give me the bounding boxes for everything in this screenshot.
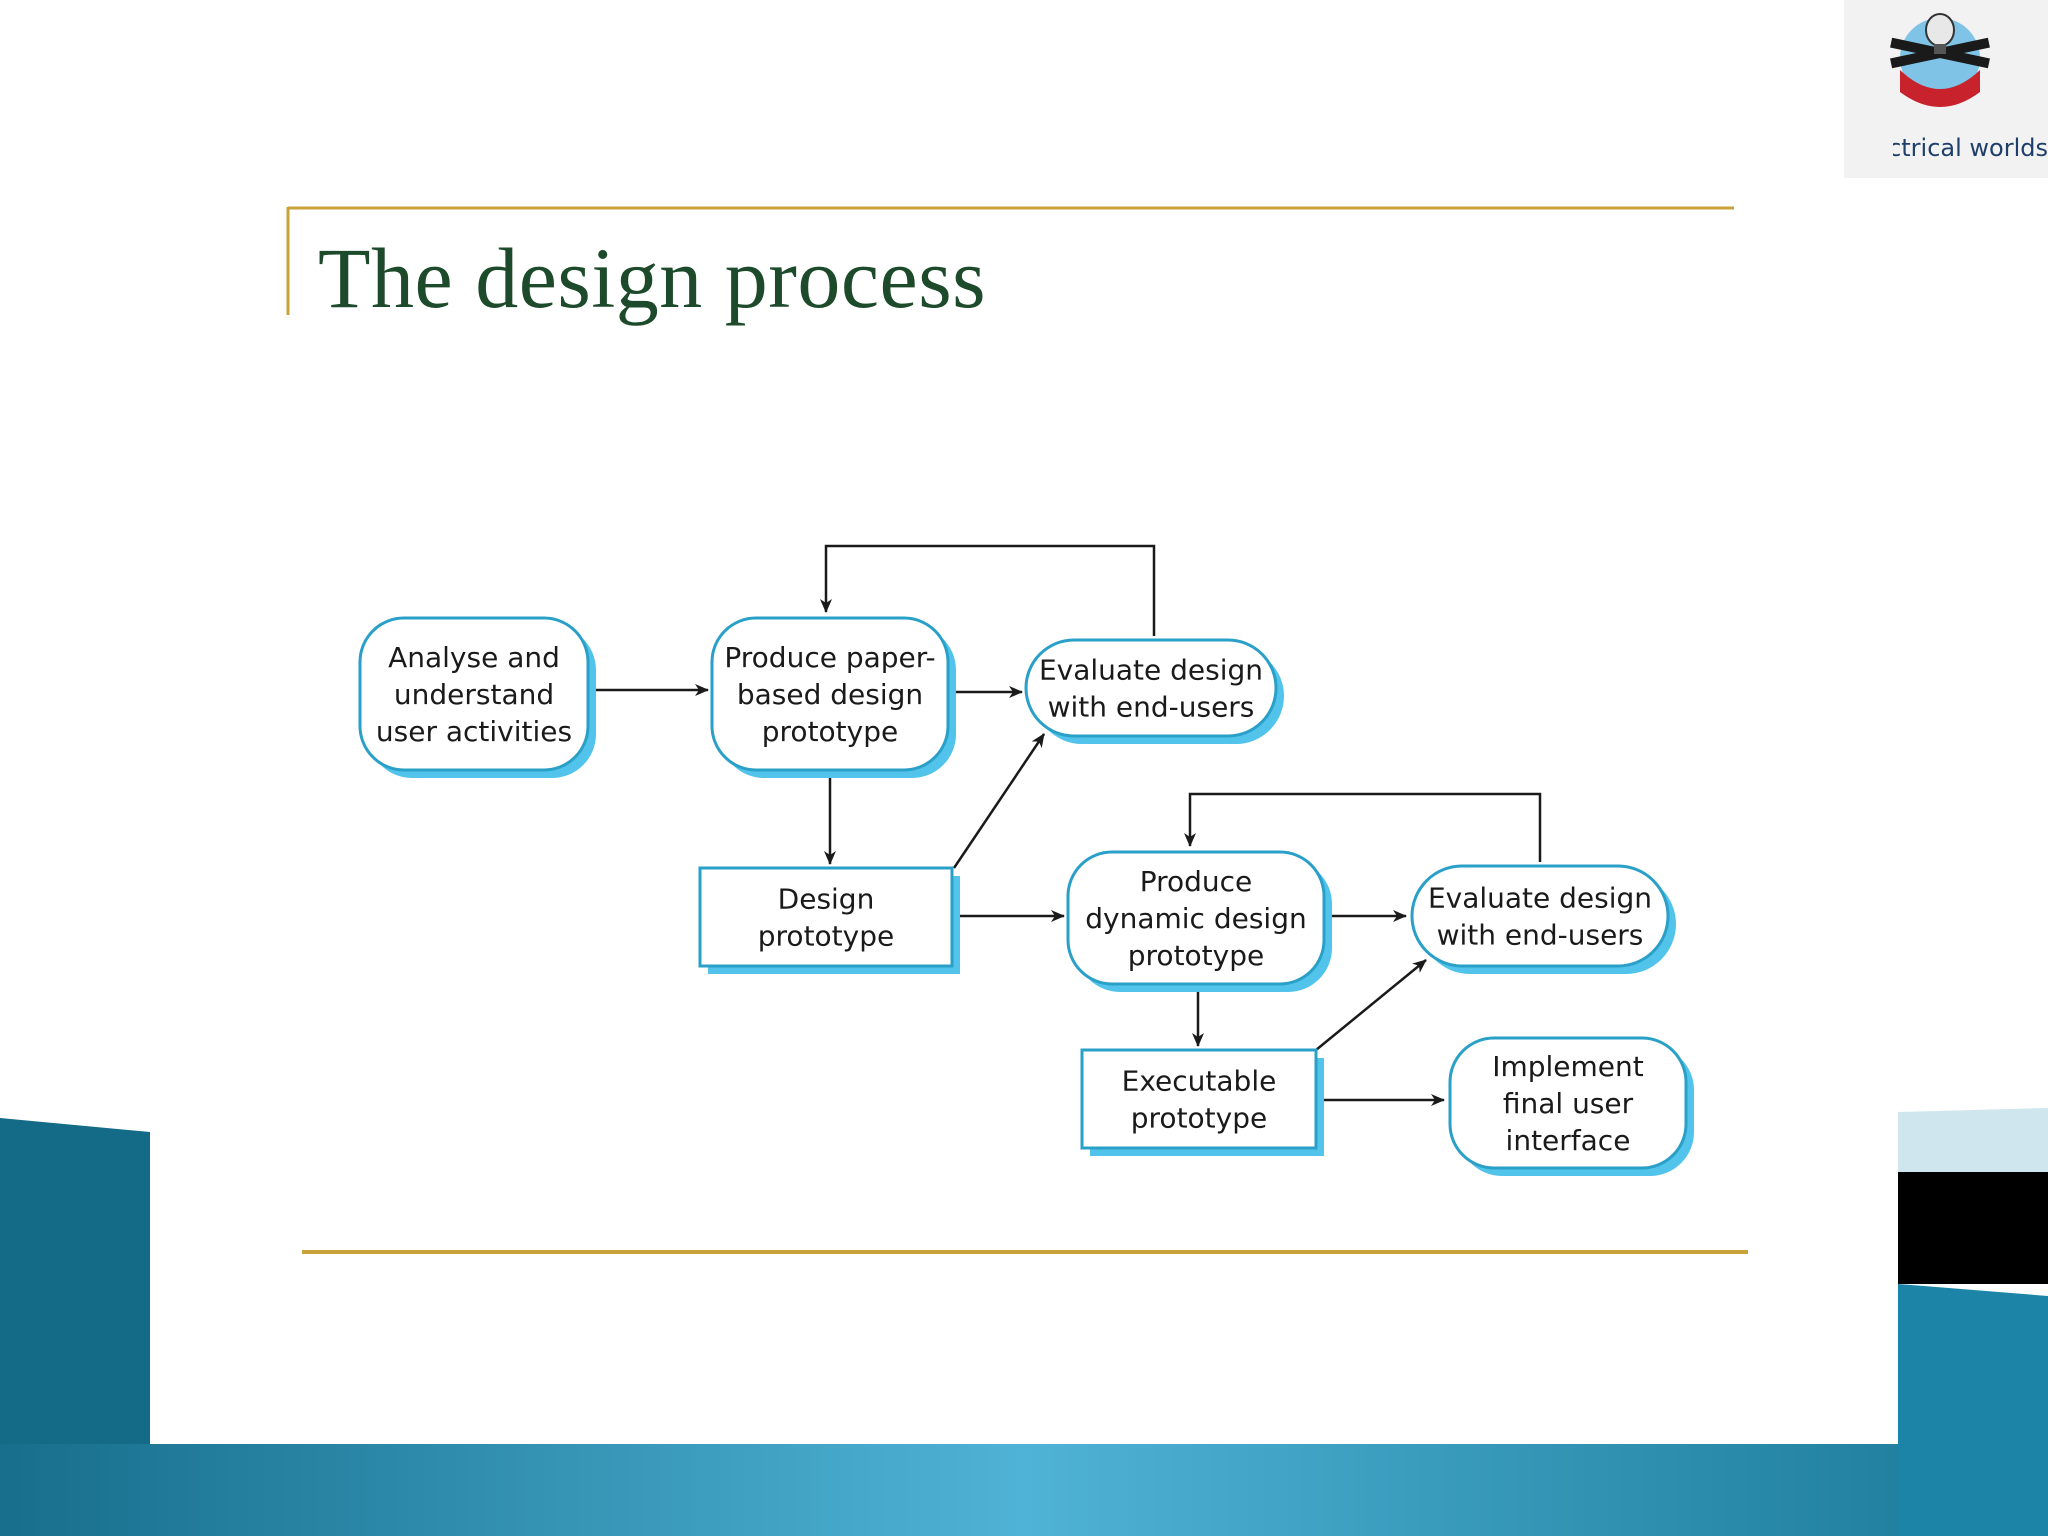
node-box <box>710 616 950 772</box>
node-label-line: prototype <box>758 920 894 953</box>
node-label-line: with end-users <box>1437 919 1644 952</box>
node-label-line: Implement <box>1492 1050 1644 1083</box>
node-implement: Implement final user interface <box>1448 1036 1694 1176</box>
node-evaluate2: Evaluate design with end-users <box>1410 864 1676 974</box>
node-executable: Executable prototype <box>1080 1048 1324 1156</box>
node-label-line: prototype <box>1131 1102 1267 1135</box>
right-teal-wedge <box>1898 1284 2048 1536</box>
node-design-proto: Design prototype <box>698 866 960 974</box>
node-label-line: user activities <box>376 715 572 748</box>
node-label-line: dynamic design <box>1085 902 1306 935</box>
node-label-line: with end-users <box>1048 691 1255 724</box>
left-teal-wedge <box>0 1118 150 1536</box>
node-label-line: based design <box>737 678 923 711</box>
logo-panel <box>1844 0 2048 178</box>
edge-executable-to-evaluate2 <box>1315 959 1427 1051</box>
node-label-line: Evaluate design <box>1039 654 1263 687</box>
logo-text: Electrical worlds <box>1893 134 2048 162</box>
node-label-line: Produce <box>1140 865 1253 898</box>
node-evaluate1: Evaluate design with end-users <box>1024 638 1284 744</box>
bottom-band <box>0 1444 2048 1536</box>
node-label-line: Evaluate design <box>1428 882 1652 915</box>
edge-evaluate2-to-dynamic <box>1184 792 1542 862</box>
node-label-line: Executable <box>1122 1065 1277 1098</box>
node-label-line: interface <box>1506 1124 1631 1157</box>
edges-layer <box>592 544 1542 1106</box>
right-black-band <box>1898 1172 2048 1284</box>
node-label-line: final user <box>1503 1087 1634 1120</box>
node-label-line: Design <box>778 883 875 916</box>
node-label-line: understand <box>394 678 554 711</box>
node-box <box>1024 638 1278 738</box>
node-dynamic: Produce dynamic design prototype <box>1066 850 1332 992</box>
node-label-line: Produce paper- <box>724 641 935 674</box>
node-box <box>1080 1048 1318 1150</box>
logo-mark-icon <box>1890 13 1990 107</box>
node-paper: Produce paper-based design prototype <box>710 616 956 778</box>
node-box <box>698 866 954 968</box>
node-box <box>358 616 590 772</box>
node-label-line: prototype <box>1128 939 1264 972</box>
node-box <box>1410 864 1670 968</box>
node-label-line: Analyse and <box>388 641 560 674</box>
right-light-band <box>1898 1108 2048 1172</box>
node-box <box>1066 850 1326 986</box>
node-analyse: Analyse and understand user activities <box>358 616 596 778</box>
slide-title: The design process <box>318 230 987 326</box>
edge-evaluate1-to-paper <box>820 544 1156 636</box>
node-box <box>1448 1036 1688 1170</box>
edge-design-proto-to-evaluate1 <box>952 733 1046 869</box>
node-label-line: prototype <box>762 715 898 748</box>
